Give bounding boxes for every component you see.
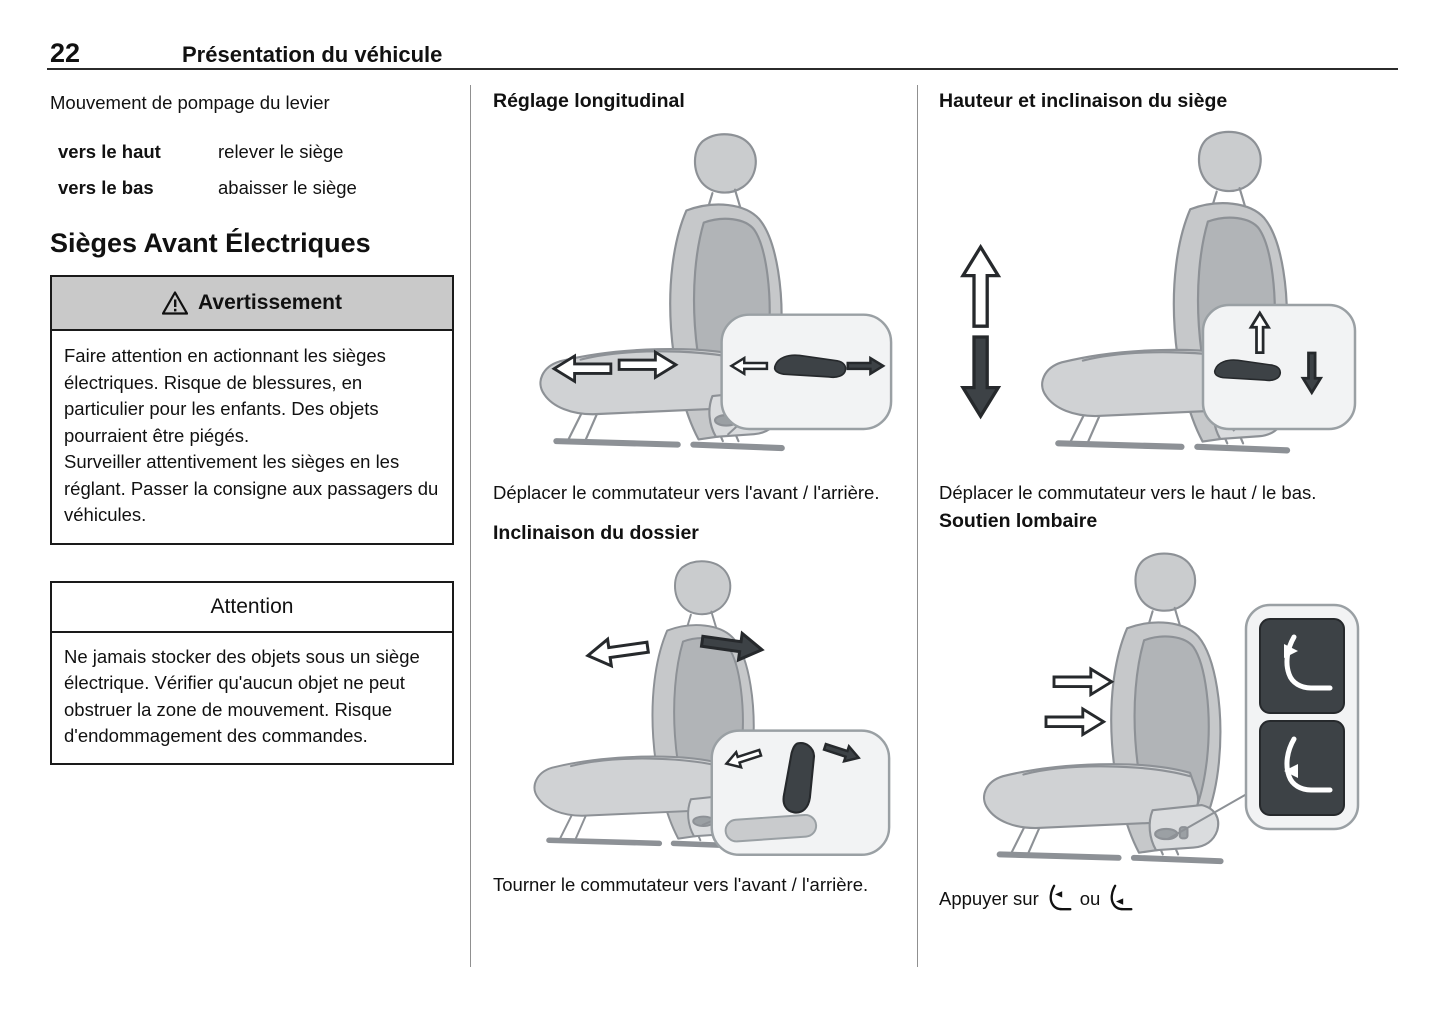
lumbar-heading: Soutien lombaire <box>939 510 1098 532</box>
caution-box: Attention Ne jamais stocker des objets s… <box>50 580 454 765</box>
lever-result: abaisser le siège <box>218 177 357 198</box>
warning-paragraph: Faire attention en actionnant les sièges… <box>64 345 386 446</box>
section-title: Sièges Avant Électriques <box>50 228 371 258</box>
lumbar-upper-icon <box>1049 884 1072 911</box>
caution-box-header: Attention <box>50 580 454 633</box>
lumbar-caption-conjunction: ou <box>1079 888 1101 909</box>
warning-icon <box>162 291 189 315</box>
page-title: Présentation du véhicule <box>182 42 443 67</box>
table-row: vers le haut relever le siège <box>50 134 454 170</box>
longitudinal-figure <box>493 119 897 469</box>
backrest-figure <box>493 551 897 861</box>
backrest-caption: Tourner le commutateur vers l'avant / l'… <box>493 874 869 895</box>
lumbar-button-upper <box>1259 618 1345 714</box>
column-divider-left <box>470 85 471 967</box>
height-seat-illustration <box>961 119 1357 469</box>
lumbar-figure <box>939 539 1373 869</box>
header-rule <box>47 68 1398 70</box>
table-row: vers le bas abaisser le siège <box>50 170 454 206</box>
warning-box: Avertissement Faire attention en actionn… <box>50 275 454 545</box>
longitudinal-seat-illustration <box>493 119 893 469</box>
middle-column: Réglage longitudinal Déplacer le commuta… <box>493 88 897 898</box>
lumbar-seat-illustration <box>946 539 1360 869</box>
warning-paragraph: Surveiller attentivement les sièges en l… <box>64 451 439 525</box>
warning-box-header: Avertissement <box>52 277 452 331</box>
lever-heading: Mouvement de pompage du levier <box>50 92 330 113</box>
lumbar-lower-icon <box>1110 884 1133 911</box>
caution-title: Attention <box>210 594 294 618</box>
longitudinal-switch-inset <box>720 313 893 431</box>
right-column: Hauteur et inclinaison du siège Déplacer… <box>939 88 1373 911</box>
lumbar-button-lower <box>1259 720 1345 816</box>
longitudinal-caption: Déplacer le commutateur vers l'avant / l… <box>493 482 880 503</box>
height-switch-inset <box>1201 303 1357 431</box>
height-heading: Hauteur et inclinaison du siège <box>939 90 1228 112</box>
lumbar-button-panel <box>1244 603 1360 831</box>
lever-action: vers le haut <box>58 141 161 162</box>
lever-action: vers le bas <box>58 177 154 198</box>
column-divider-right <box>917 85 918 967</box>
backrest-heading: Inclinaison du dossier <box>493 522 699 544</box>
height-figure <box>939 119 1373 469</box>
warning-title: Avertissement <box>198 291 342 314</box>
longitudinal-heading: Réglage longitudinal <box>493 90 685 112</box>
left-column: Mouvement de pompage du levier vers le h… <box>50 88 454 765</box>
up-down-arrows <box>961 245 1000 418</box>
lever-result: relever le siège <box>218 141 344 162</box>
warning-body: Faire attention en actionnant les sièges… <box>52 331 452 543</box>
lumbar-caption: Appuyer sur ou <box>939 883 1373 911</box>
page-number: 22 <box>50 38 81 68</box>
lumbar-caption-prefix: Appuyer sur <box>939 888 1039 909</box>
lever-table: vers le haut relever le siège vers le ba… <box>50 134 454 206</box>
height-caption: Déplacer le commutateur vers le haut / l… <box>939 482 1317 503</box>
caution-body: Ne jamais stocker des objets sous un siè… <box>50 632 454 765</box>
backrest-seat-illustration <box>493 551 891 857</box>
recline-switch-inset <box>710 729 891 857</box>
lumbar-arrows <box>1044 667 1114 737</box>
